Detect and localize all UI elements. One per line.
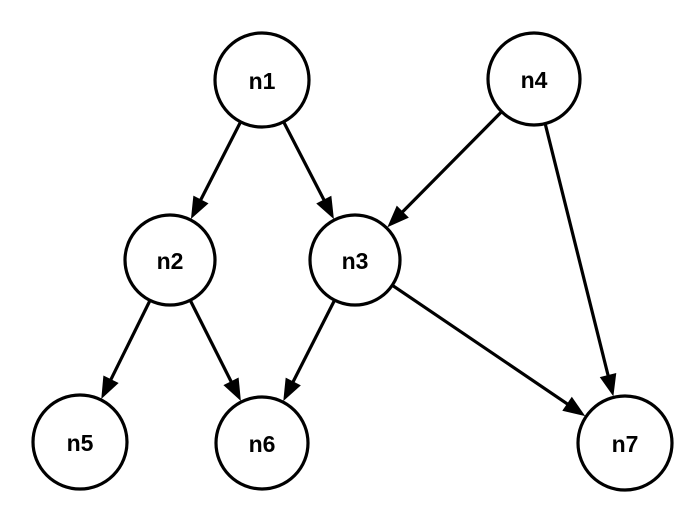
edge-n1-to-n3 — [282, 121, 334, 220]
node-label: n5 — [67, 430, 94, 456]
node-n1[interactable]: n1 — [213, 31, 311, 129]
node-circle[interactable] — [213, 31, 311, 129]
edge-line — [282, 121, 327, 203]
nodes-layer: n1 n2 n3 n4 n5 n6 n7 — [31, 31, 674, 492]
node-label: n4 — [521, 67, 548, 93]
node-circle[interactable] — [123, 213, 217, 307]
node-label: n2 — [157, 248, 184, 274]
edge-line — [189, 300, 234, 385]
node-n2[interactable]: n2 — [123, 213, 217, 307]
arrowhead-icon — [387, 205, 409, 228]
node-label: n1 — [249, 68, 276, 94]
edge-line — [198, 122, 242, 203]
node-n3[interactable]: n3 — [308, 213, 402, 307]
node-circle[interactable] — [486, 31, 582, 127]
node-n6[interactable]: n6 — [214, 395, 310, 491]
node-label: n3 — [342, 248, 369, 274]
edge-n2-to-n6 — [189, 300, 241, 402]
edge-line — [290, 300, 336, 385]
edge-n3-to-n6 — [283, 300, 336, 402]
node-circle[interactable] — [308, 213, 402, 307]
arrowhead-icon — [283, 377, 301, 402]
node-n7[interactable]: n7 — [576, 394, 674, 492]
node-circle[interactable] — [576, 394, 674, 492]
edge-line — [108, 300, 152, 383]
node-circle[interactable] — [214, 395, 310, 491]
edge-n4-to-n7 — [543, 124, 617, 397]
edge-n4-to-n3 — [387, 111, 503, 228]
edge-line — [392, 284, 571, 407]
edges-layer — [101, 111, 617, 417]
arrowhead-icon — [316, 195, 334, 220]
edge-n1-to-n2 — [190, 122, 242, 220]
node-label: n7 — [612, 431, 639, 457]
node-n4[interactable]: n4 — [486, 31, 582, 127]
edge-line — [543, 124, 611, 379]
edge-n2-to-n5 — [101, 300, 152, 399]
arrowhead-icon — [562, 396, 586, 417]
arrowhead-icon — [223, 377, 241, 402]
arrowhead-icon — [190, 195, 209, 220]
edge-n3-to-n7 — [392, 284, 586, 417]
node-n5[interactable]: n5 — [31, 393, 129, 491]
edge-line — [399, 111, 503, 215]
arrowhead-icon — [599, 373, 617, 397]
arrowhead-icon — [101, 375, 119, 399]
node-circle[interactable] — [31, 393, 129, 491]
node-label: n6 — [249, 431, 276, 457]
